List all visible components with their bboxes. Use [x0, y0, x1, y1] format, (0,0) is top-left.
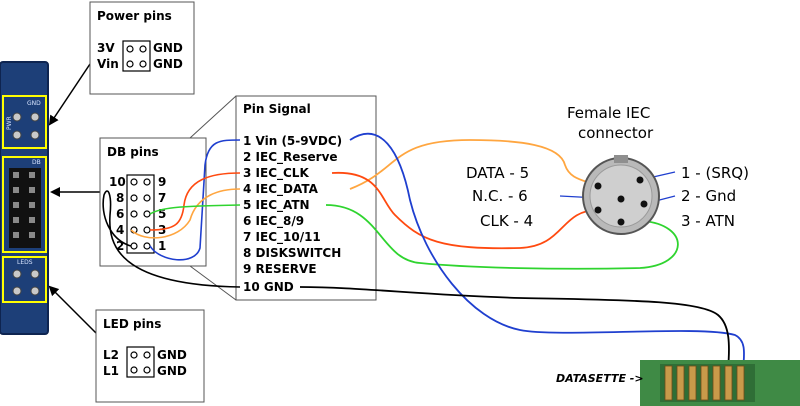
- power-gnd-label-2: GND: [153, 57, 183, 71]
- led-pins-title: LED pins: [103, 317, 161, 331]
- db-pins-box: DB pins 10 8 6 4 2 9 7 5 3 1: [99, 137, 207, 267]
- led-gnd-label-1: GND: [157, 348, 187, 362]
- iec-srq-label: 1 - (SRQ): [681, 164, 749, 182]
- signal-row: 1 Vin (5-9VDC): [243, 134, 342, 148]
- db-pin-grid: [130, 178, 151, 250]
- svg-text:1: 1: [158, 239, 166, 253]
- wire-clk-db: [149, 172, 241, 231]
- power-arrow: [48, 63, 91, 126]
- wire-atn-iec: [325, 204, 679, 270]
- svg-text:7: 7: [158, 191, 166, 205]
- svg-text:10: 10: [109, 175, 126, 189]
- pcb-db-header: [2, 156, 47, 253]
- power-pins-box: Power pins 3V Vin GND GND: [89, 1, 195, 95]
- svg-text:5: 5: [158, 207, 166, 221]
- signal-row: 10 GND: [243, 280, 294, 294]
- pcb-led-header: [2, 256, 47, 303]
- signal-row: 8 DISKSWITCH: [243, 246, 341, 260]
- iec-data-label: DATA - 5: [466, 164, 529, 182]
- wire-data-iec: [349, 139, 599, 190]
- power-pins-title: Power pins: [97, 9, 172, 23]
- power-gnd-label-1: GND: [153, 41, 183, 55]
- pcb-silk-db: DB: [32, 159, 41, 166]
- pcb-silk-gnd: GND: [27, 100, 41, 107]
- iec-nc-label: N.C. - 6: [472, 187, 528, 205]
- svg-text:4: 4: [116, 223, 124, 237]
- iec-title-line2: connector: [578, 124, 654, 142]
- signal-row: 7 IEC_10/11: [243, 230, 321, 245]
- power-vin-label: Vin: [97, 57, 119, 71]
- signal-row: 5 IEC_ATN: [243, 198, 310, 213]
- pin-signal-title: Pin Signal: [243, 102, 311, 116]
- signal-row: 6 IEC_8/9: [243, 214, 304, 229]
- pcb-silk-pwr: PWR: [6, 116, 13, 130]
- iec-connector: Female IEC connector DATA - 5 N.C. - 6 C…: [466, 104, 749, 235]
- signal-row: 4 IEC_DATA: [243, 182, 319, 197]
- svg-text:9: 9: [158, 175, 166, 189]
- wire-vin-datasette: [349, 133, 745, 371]
- led-gnd-label-2: GND: [157, 364, 187, 378]
- db-to-signal-wires: [102, 139, 241, 288]
- wire-vin-db: [149, 139, 241, 261]
- svg-text:6: 6: [116, 207, 124, 221]
- zoom-line-top: [189, 95, 237, 139]
- signal-to-iec-wires: [299, 133, 745, 371]
- datasette-connector: DATASETTE ->: [556, 360, 800, 406]
- pin-signal-box: Pin Signal 1 Vin (5-9VDC) 2 IEC_Reserve …: [235, 95, 377, 301]
- db-left-numbers: 10 8 6 4 2: [109, 175, 126, 253]
- signal-row: 9 RESERVE: [243, 262, 317, 276]
- svg-text:2: 2: [116, 239, 124, 253]
- datasette-label: DATASETTE ->: [556, 372, 644, 385]
- power-3v-label: 3V: [97, 41, 115, 55]
- iec-atn-label: 3 - ATN: [681, 212, 735, 230]
- led-l1-label: L1: [103, 364, 119, 378]
- wire-atn-db: [149, 204, 241, 215]
- iec-clk-label: CLK - 4: [480, 212, 533, 230]
- led-l2-label: L2: [103, 348, 119, 362]
- db-pins-title: DB pins: [107, 145, 159, 159]
- pcb-power-header: [2, 95, 47, 149]
- signal-row: 3 IEC_CLK: [243, 166, 309, 181]
- signal-row: 2 IEC_Reserve: [243, 150, 338, 165]
- wire-gnd-db: [102, 190, 241, 288]
- svg-text:8: 8: [116, 191, 124, 205]
- led-pins-box: LED pins L2 L1 GND GND: [95, 309, 205, 403]
- wire-clk-iec: [331, 172, 599, 250]
- wire-data-db: [130, 188, 241, 239]
- pcb-silk-leds: LEDS: [17, 259, 33, 266]
- iec-title-line1: Female IEC: [567, 104, 650, 122]
- led-arrow: [48, 285, 99, 336]
- iec-gnd-label: 2 - Gnd: [681, 187, 736, 205]
- pcb-board: GND PWR DB LEDS: [0, 61, 49, 335]
- wire-gnd-datasette: [299, 286, 730, 371]
- pin-signal-list: 1 Vin (5-9VDC) 2 IEC_Reserve 3 IEC_CLK 4…: [243, 134, 342, 294]
- zoom-line-bottom: [189, 265, 237, 301]
- db-right-numbers: 9 7 5 3 1: [158, 175, 166, 253]
- iec-pins: [594, 176, 648, 226]
